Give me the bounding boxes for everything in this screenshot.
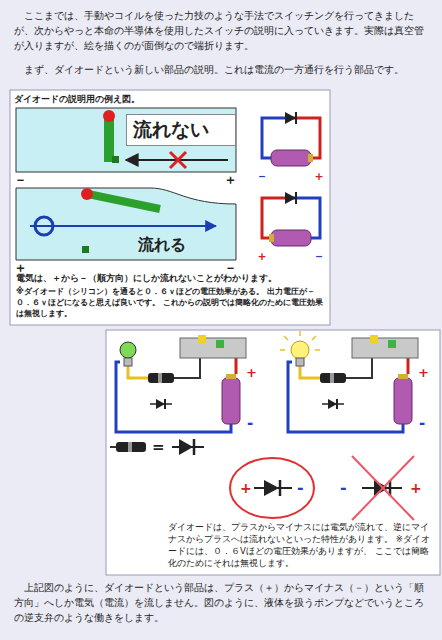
diode-circuit: [262, 112, 320, 166]
polarity-sign: ＋: [256, 248, 268, 265]
polarity-sign: -: [247, 413, 253, 435]
valve-stop: [82, 246, 89, 253]
figure-caption: ダイオードの説明用の例え図。: [14, 93, 244, 105]
valve: [104, 118, 114, 162]
polarity-sign: +: [240, 478, 252, 498]
figure-panel: [10, 90, 330, 325]
polarity-sign: -: [297, 476, 304, 499]
flow-arrow: [30, 225, 216, 227]
polarity-sign: ＋: [14, 259, 27, 278]
polarity-sign: +: [246, 364, 257, 383]
valve-stop: [112, 156, 119, 163]
pipe-box: 流れない: [16, 108, 236, 172]
diode-circuit: [262, 192, 320, 246]
polarity-sign: ＋: [313, 168, 325, 185]
figure-panel: ダイオードの説明用の例え図。電気は、＋から－（順方向）にしか流れないことがわかり…: [10, 90, 330, 325]
paragraph: まず、ダイオードという新しい部品の説明。これは電流の一方通行を行う部品です。: [14, 62, 428, 77]
blocked-direction: [352, 456, 414, 520]
polarity-sign: －: [313, 248, 325, 265]
flow-label: 流れない: [126, 114, 236, 146]
polarity-sign: ＋: [224, 171, 237, 190]
polarity-sign: -: [340, 476, 347, 499]
valve-hinge: [103, 110, 115, 122]
flow-label: 流れる: [138, 233, 218, 256]
figure-note: 電気は、＋から－（順方向）にしか流れないことがわかります。: [16, 272, 326, 284]
pipe: [16, 108, 236, 172]
valve-hinge: [81, 188, 93, 200]
paragraph: 上記図のように、ダイオードという部品は、プラス（＋）からマイナス（－）という「順…: [14, 580, 428, 626]
figure-panel: [106, 330, 440, 575]
lamp-circuit: [116, 335, 246, 432]
paragraph: ここまでは、手動やコイルを使った力技のような手法でスイッチングを行ってきましたが…: [14, 8, 428, 54]
valve: [88, 194, 160, 209]
polarity-sign: －: [14, 171, 27, 190]
pipe-box: 流れる: [16, 188, 236, 260]
polarity-sign: －: [224, 259, 237, 278]
lamp-circuit: [280, 331, 418, 432]
pipe: [16, 188, 236, 260]
block-cross: [170, 152, 186, 168]
polarity-sign: +: [418, 364, 429, 383]
figure-note: ダイオードは、プラスからマイナスには電気が流れて、逆にマイナスからプラスへは流れ…: [168, 522, 436, 570]
figure-note: ※ダイオード（シリコン）を通ると０．６ｖほどの電圧効果がある。 出力電圧が－０．…: [16, 287, 328, 319]
polarity-sign: +: [410, 478, 422, 498]
polarity-sign: －: [256, 168, 268, 185]
polarity-sign: -: [419, 413, 425, 435]
allowed-direction: [230, 458, 314, 518]
polarity-sign: =: [152, 437, 165, 459]
